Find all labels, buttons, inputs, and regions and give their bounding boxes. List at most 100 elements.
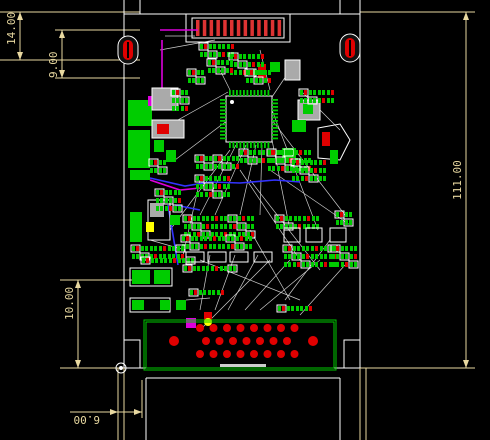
pad bbox=[272, 130, 278, 133]
pad bbox=[227, 264, 238, 273]
pad bbox=[230, 68, 233, 73]
pad bbox=[182, 258, 185, 263]
pad bbox=[191, 258, 194, 263]
pad bbox=[174, 198, 177, 203]
pad bbox=[305, 306, 308, 311]
pad bbox=[181, 246, 184, 251]
pad bbox=[197, 70, 200, 75]
pad bbox=[246, 78, 249, 83]
pad bbox=[281, 158, 284, 163]
pad bbox=[160, 258, 163, 263]
pad bbox=[327, 90, 330, 95]
pad bbox=[306, 254, 309, 259]
pad bbox=[275, 156, 286, 165]
pad bbox=[212, 290, 215, 295]
pad bbox=[316, 224, 319, 229]
pad bbox=[218, 44, 221, 49]
pad bbox=[195, 236, 198, 241]
pad bbox=[132, 246, 135, 251]
pad bbox=[322, 98, 325, 103]
pad bbox=[220, 137, 226, 140]
pad bbox=[236, 156, 239, 161]
pad bbox=[311, 262, 314, 267]
pad bbox=[205, 164, 208, 169]
pad bbox=[310, 176, 313, 181]
pad bbox=[284, 254, 287, 259]
pad bbox=[336, 212, 339, 217]
pad bbox=[178, 198, 181, 203]
pad bbox=[309, 90, 312, 95]
pad bbox=[216, 20, 220, 36]
pad bbox=[200, 52, 203, 57]
pad bbox=[209, 184, 212, 189]
pad bbox=[185, 106, 188, 111]
pad bbox=[212, 60, 215, 65]
pad bbox=[345, 262, 348, 267]
pad bbox=[233, 224, 236, 229]
pad bbox=[297, 254, 300, 259]
pad bbox=[188, 266, 191, 271]
pad bbox=[259, 70, 262, 75]
pad bbox=[221, 60, 224, 65]
pad bbox=[223, 176, 226, 181]
pad bbox=[227, 156, 230, 161]
pad bbox=[201, 70, 204, 75]
pad bbox=[268, 78, 271, 83]
pad bbox=[301, 176, 304, 181]
pad bbox=[181, 106, 184, 111]
pad bbox=[132, 254, 135, 259]
pad bbox=[315, 262, 318, 267]
pad bbox=[207, 50, 218, 59]
pad bbox=[296, 160, 299, 165]
pad bbox=[184, 224, 187, 229]
pad bbox=[293, 254, 296, 259]
pad bbox=[323, 176, 326, 181]
pad bbox=[289, 216, 292, 221]
pad bbox=[276, 216, 279, 221]
dim-text-board-height: 111.00 bbox=[451, 160, 464, 200]
pad bbox=[217, 60, 220, 65]
pad bbox=[243, 142, 245, 148]
pad bbox=[309, 306, 312, 311]
pad bbox=[200, 44, 203, 49]
pin bbox=[290, 324, 299, 332]
pad bbox=[160, 206, 163, 211]
pad bbox=[239, 90, 242, 96]
pad bbox=[298, 88, 309, 97]
pad bbox=[217, 290, 220, 295]
pin bbox=[250, 324, 258, 332]
pad bbox=[232, 142, 235, 148]
pad bbox=[300, 90, 303, 95]
pad bbox=[200, 192, 203, 197]
pad bbox=[301, 168, 304, 173]
pad bbox=[154, 168, 157, 173]
top-connector bbox=[185, 13, 291, 43]
pad bbox=[253, 158, 256, 163]
pad bbox=[220, 123, 226, 126]
pad bbox=[218, 176, 221, 181]
pad bbox=[154, 188, 165, 197]
pad bbox=[319, 176, 322, 181]
pad bbox=[157, 166, 168, 175]
pin bbox=[196, 324, 204, 332]
pad bbox=[227, 176, 230, 181]
pad bbox=[319, 160, 322, 165]
pad bbox=[231, 244, 234, 249]
pin bbox=[290, 350, 299, 358]
pad bbox=[145, 246, 148, 251]
pad bbox=[165, 206, 168, 211]
pad bbox=[163, 254, 166, 259]
pad bbox=[229, 216, 232, 221]
pad bbox=[320, 262, 323, 267]
pad bbox=[202, 20, 207, 36]
pad bbox=[258, 158, 261, 163]
pad bbox=[239, 54, 242, 59]
pad bbox=[272, 137, 278, 140]
pad bbox=[186, 244, 189, 249]
pad bbox=[255, 78, 258, 83]
pad bbox=[339, 252, 350, 261]
pad bbox=[159, 246, 162, 251]
pad bbox=[249, 150, 252, 155]
pad bbox=[156, 198, 159, 203]
